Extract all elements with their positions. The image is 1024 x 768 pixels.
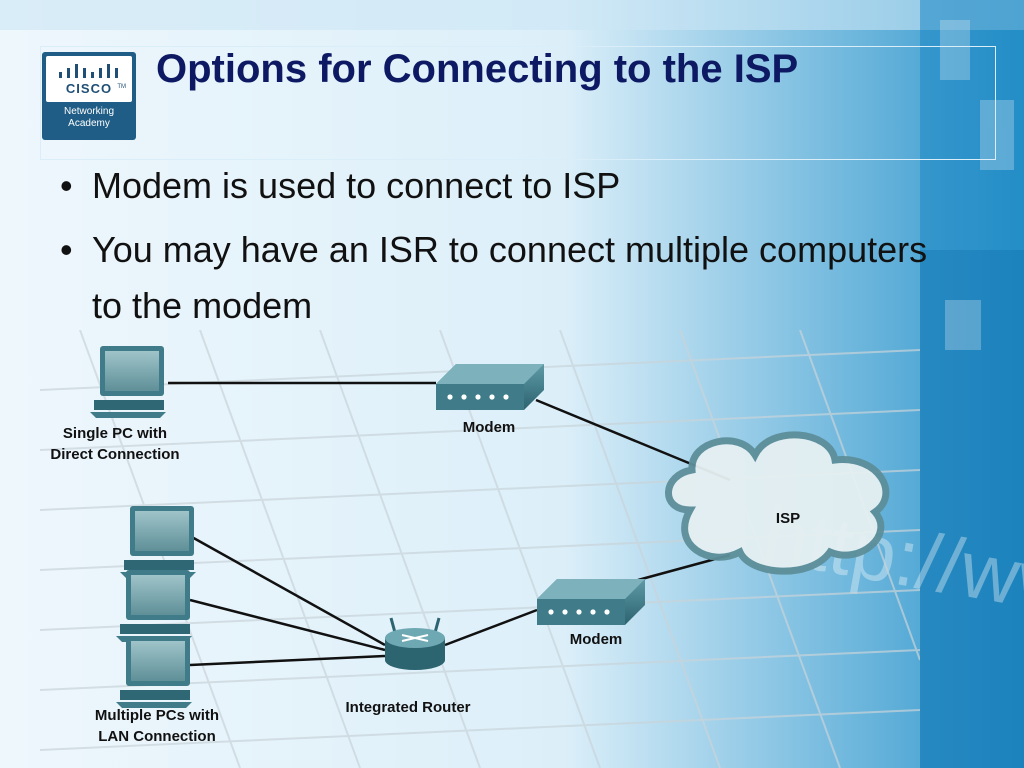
link-pc2-router xyxy=(189,598,386,652)
single-pc-label-line1: Single PC with xyxy=(63,425,167,442)
bullet-item: Modem is used to connect to ISP xyxy=(56,158,936,214)
logo-subtitle: Networking Academy xyxy=(42,106,136,130)
isp-cloud-icon xyxy=(665,431,890,575)
single-pc-label-line2: Direct Connection xyxy=(50,446,179,463)
logo-wordmark: CISCO xyxy=(65,81,113,96)
connection-lines xyxy=(168,381,731,667)
logo-top-panel: CISCO TM xyxy=(46,56,132,102)
network-diagram: Single PC with Direct Connection Modem I… xyxy=(40,330,920,768)
modem-top-icon xyxy=(436,364,544,410)
modem-top-label: Modem xyxy=(463,419,516,436)
multi-pc-label-line1: Multiple PCs with xyxy=(95,707,219,724)
lan-pc-icon-3 xyxy=(116,636,192,708)
link-pc3-router xyxy=(189,654,386,667)
lan-pc-icon-1 xyxy=(120,506,196,578)
link-pc1-router xyxy=(189,534,386,647)
isp-label: ISP xyxy=(776,510,800,527)
single-pc-icon xyxy=(90,346,166,418)
bullet-list: Modem is used to connect to ISP You may … xyxy=(56,158,936,342)
logo-subtitle-line1: Networking xyxy=(63,106,115,117)
integrated-router-icon xyxy=(385,617,445,670)
logo-trademark: TM xyxy=(117,84,126,90)
multi-pc-label-line2: LAN Connection xyxy=(98,728,216,745)
bullet-item: You may have an ISR to connect multiple … xyxy=(56,222,936,334)
cisco-logo: CISCO TM Networking Academy xyxy=(42,52,136,140)
modem-bottom-label: Modem xyxy=(570,631,623,648)
link-router-modem xyxy=(444,608,538,647)
router-label: Integrated Router xyxy=(345,699,470,716)
cisco-bars-icon xyxy=(59,64,118,78)
lan-pc-icon-2 xyxy=(116,570,192,642)
logo-subtitle-line2: Academy xyxy=(68,118,110,129)
page-title: Options for Connecting to the ISP xyxy=(156,47,799,91)
modem-bottom-icon xyxy=(537,579,645,625)
